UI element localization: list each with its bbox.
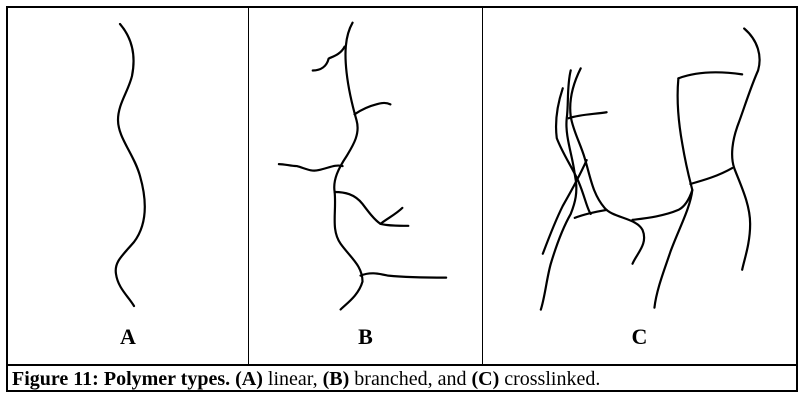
chain-c3 — [541, 158, 588, 255]
caption-text-c: crosslinked. — [499, 368, 601, 390]
crosslink-2 — [677, 71, 744, 80]
caption-text-b: branched, and — [349, 368, 472, 390]
panel-label-c: C — [631, 324, 648, 349]
crosslink-3 — [573, 208, 608, 219]
figure-caption: Figure 11: Polymer types. (A) linear, (B… — [8, 364, 796, 392]
chain-c2 — [539, 69, 578, 311]
chain-c5 — [653, 77, 694, 309]
panel-label-b: B — [358, 324, 373, 349]
caption-tag-c: (C) — [471, 368, 500, 390]
crosslink-1 — [567, 111, 608, 120]
panel-label-a: A — [120, 324, 136, 349]
chain-c6 — [731, 27, 761, 271]
caption-text-a: linear, — [262, 368, 323, 390]
panel-linear: A — [8, 8, 248, 364]
chain-c4 — [554, 87, 592, 216]
branch-short-tick — [379, 206, 404, 225]
caption-tag-a: (A) — [235, 368, 263, 390]
caption-tag-b: (B) — [322, 368, 350, 390]
chain-c1 — [569, 67, 646, 265]
panel-crosslinked: C — [482, 8, 796, 364]
crosslinked-polymer-drawing — [539, 27, 761, 311]
branch-top-left — [311, 45, 346, 72]
branch-bottom-right — [359, 272, 448, 279]
linear-chain — [114, 22, 146, 308]
crosslink-5 — [689, 166, 734, 186]
panel-branched: B — [248, 8, 482, 364]
branched-polymer-drawing — [277, 21, 448, 311]
crosslink-4 — [631, 188, 694, 221]
branch-upper-right — [353, 101, 392, 116]
branched-main-chain — [333, 21, 364, 311]
caption-prefix: Figure 11: Polymer types. — [12, 368, 231, 390]
branch-middle-right — [333, 190, 410, 227]
figure-table: A B C Figure — [6, 6, 798, 392]
linear-polymer-drawing — [114, 22, 146, 308]
branch-left — [277, 162, 344, 172]
